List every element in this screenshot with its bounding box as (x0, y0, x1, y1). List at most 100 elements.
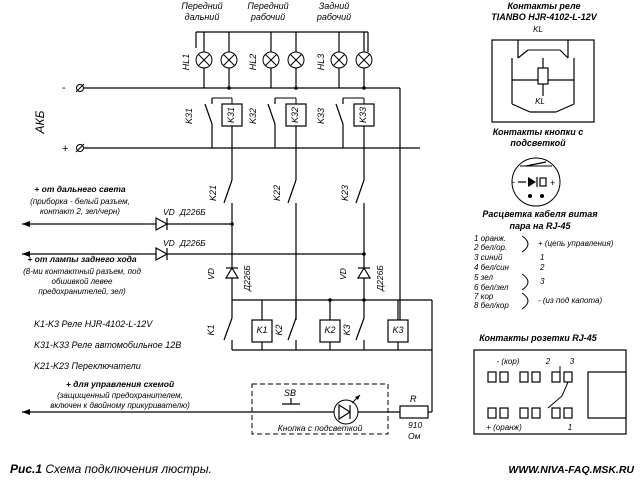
diode-high: VD Д226Б (140, 207, 234, 232)
cable-title-1: Расцветка кабеля витая (482, 209, 598, 219)
vd-label: VD (163, 238, 175, 248)
minus-terminal-icon (75, 83, 85, 93)
lamp-group-hl3: HL3 (316, 32, 373, 84)
lamp-icon (330, 51, 348, 69)
resistor-r: R 910 Ом (399, 394, 432, 441)
relay-k33: K33 K33 (316, 97, 375, 160)
rj45-bottom-label: + (оранж) (486, 423, 522, 432)
k1-label: K1 (206, 324, 216, 335)
k1-coil-label: K1 (256, 325, 267, 335)
battery-minus-sign: - (62, 82, 66, 94)
k22-label: K22 (272, 185, 282, 201)
relay-k3: K3 K3 (342, 317, 409, 350)
arrow-left-icon (22, 409, 278, 415)
lamp-icon (195, 51, 213, 69)
figure-caption: Рис.1 Схема подключения люстры. (10, 462, 212, 476)
lamp-group-hl1: HL1 (181, 32, 238, 84)
k33-coil-label: K33 (358, 107, 368, 123)
lamp-low-label-1: Передний (247, 1, 288, 11)
lamp-icon (355, 51, 373, 69)
button-dashed-box (251, 383, 389, 435)
switch-k21: K21 (208, 179, 233, 260)
lamp-icon (262, 51, 280, 69)
k2-coil-label: K2 (324, 325, 335, 335)
high-beam-input-note-1: (приборка - белый разъем, (30, 197, 130, 206)
legend-line-1: K1-K3 Реле HJR-4102-L-12V (34, 319, 153, 329)
diode-vertical-left: VD Д226Б (206, 260, 252, 300)
rj45-top-label: - (кор) (497, 357, 520, 366)
control-input-note-1: (защищенный предохранителем, (57, 391, 183, 400)
diode-type-label: Д226Б (242, 265, 252, 292)
high-beam-input-note-2: контакт 2, зел/черн) (40, 207, 120, 216)
button-minus-sign: - (512, 177, 515, 187)
kl-bottom-label: KL (535, 97, 545, 106)
button-contacts-title-1: Контакты кнопки с (493, 127, 583, 137)
cable-row: 1 оранж. (474, 234, 506, 243)
switch-k23: K23 (340, 179, 365, 260)
k3-coil-label: K3 (392, 325, 403, 335)
site-url: WWW.NIVA-FAQ.MSK.RU (508, 464, 634, 476)
relay-contacts-title-1: Контакты реле (508, 1, 581, 11)
resistor-value: 910 (408, 420, 422, 430)
arrow-left-icon (22, 221, 140, 227)
lamp-high-label-2: дальний (185, 12, 220, 22)
cable-colors-list: 1 оранж. 2 бел/ор. 3 синий 4 бел/син 5 з… (473, 234, 614, 310)
cable-group-2-num: 2 (539, 263, 545, 272)
lamp-icon (287, 51, 305, 69)
diode-type-label: Д226Б (375, 265, 385, 292)
diode-type-label: Д226Б (179, 207, 206, 217)
vd-label: VD (338, 268, 348, 280)
k21-label: K21 (208, 185, 218, 201)
cable-row: 4 бел/син (474, 263, 510, 272)
k3-label: K3 (342, 324, 352, 335)
cable-row: 2 бел/ор. (473, 243, 507, 252)
relay-contacts-diagram: KL KL (491, 25, 595, 123)
k2-label: K2 (274, 324, 284, 335)
cable-group-4: - (из под капота) (538, 296, 602, 305)
k31-coil-label: K31 (226, 107, 236, 123)
cable-row: 8 бел/кор (474, 301, 509, 310)
resistor-label: R (410, 394, 417, 404)
cable-group-3-num: 3 (540, 277, 545, 286)
cable-row: 3 синий (474, 253, 503, 262)
control-input-title: + для управления схемой (66, 379, 175, 389)
cable-title-2: пара на RJ-45 (510, 221, 572, 231)
cable-row: 7 кор (474, 292, 494, 301)
switch-k22: K22 (272, 179, 297, 320)
k33-label: K33 (316, 108, 326, 124)
button-contacts-title-2: подсветкой (510, 138, 566, 148)
arrow-left-icon (22, 251, 140, 257)
vd-label: VD (163, 207, 175, 217)
rear-input-note-2: обшивкой левее (52, 277, 114, 286)
rj45-num-2: 2 (545, 357, 551, 366)
rear-input-note-3: предохранителей, зел) (38, 287, 126, 296)
resistor-unit: Ом (408, 431, 421, 441)
battery-plus-sign: + (62, 143, 68, 155)
diode-type-label: Д226Б (179, 238, 206, 248)
figure-number: Рис.1 (10, 462, 42, 476)
vd-label: VD (206, 268, 216, 280)
relay-k32: K32 K32 (248, 97, 307, 160)
cable-row: 5 зел (474, 273, 493, 282)
k32-label: K32 (248, 108, 258, 124)
k31-label: K31 (184, 108, 194, 124)
battery-label: АКБ (33, 110, 47, 134)
hl2-label: HL2 (248, 54, 258, 71)
lamp-rear-label-2: рабочий (316, 12, 351, 22)
k23-label: K23 (340, 185, 350, 201)
lamp-high-label-1: Передний (181, 1, 222, 11)
sb-label: SB (284, 388, 296, 398)
rj45-diagram: - (кор) 2 3 + (оранж) 1 (473, 349, 627, 435)
k32-coil-label: K32 (290, 107, 300, 123)
lamp-rear-label-1: Задний (319, 1, 349, 11)
brace-icon (521, 235, 529, 253)
cable-group-1-num: 1 (540, 253, 544, 262)
button-contacts-diagram: - + (511, 157, 561, 207)
rear-input-title: + от лампы заднего хода (27, 254, 137, 264)
relay-contacts-title-2: TIANBO HJR-4102-L-12V (491, 12, 598, 22)
plus-terminal-icon (75, 143, 85, 153)
relay-k31: K31 K31 (184, 97, 243, 160)
hl3-label: HL3 (316, 54, 326, 71)
